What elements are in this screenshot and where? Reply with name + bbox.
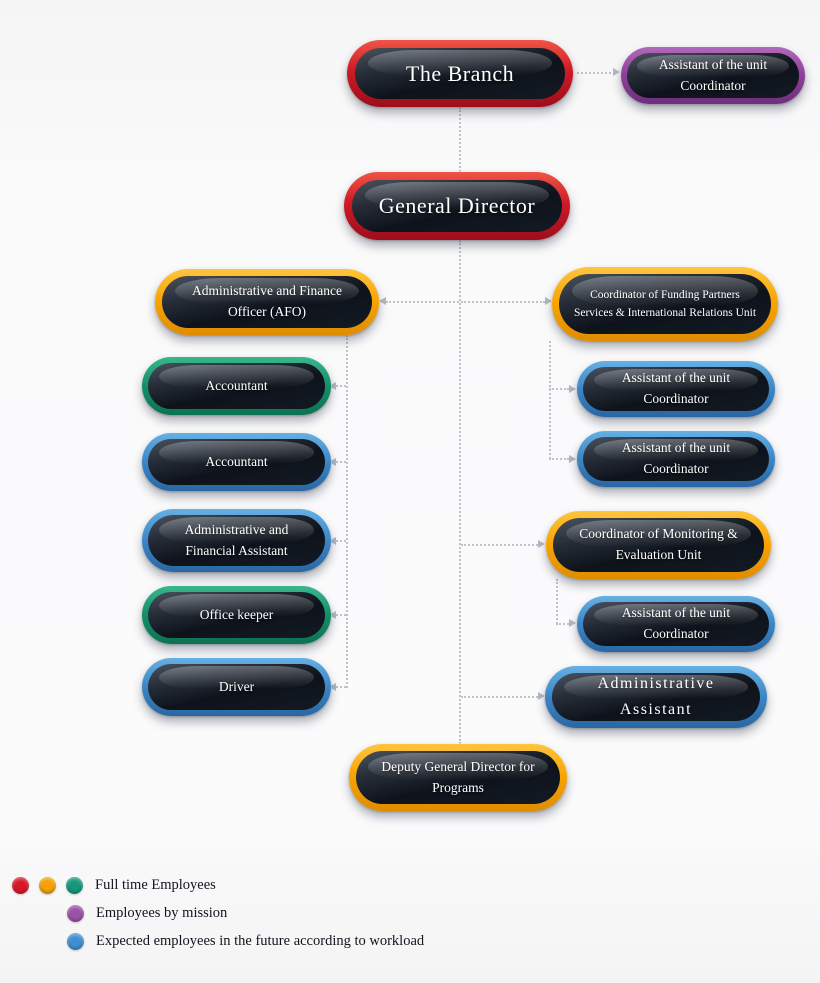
- arrow-left-icon: [329, 683, 336, 691]
- node-admin-financial-assistant: Administrative and Financial Assistant: [142, 509, 331, 572]
- connector-admin-fin-assistant: [336, 540, 346, 542]
- connector-funding-assistant-1: [549, 388, 569, 390]
- node-administrative-assistant-label: Administrative Assistant: [597, 675, 715, 718]
- node-assistant-branch-label: Assistant of the unit Coordinator: [658, 56, 768, 93]
- legend-dot-blue: [67, 933, 84, 950]
- connector-accountant-2: [336, 461, 346, 463]
- node-office-keeper: Office keeper: [142, 586, 331, 644]
- legend-dot-purple: [67, 905, 84, 922]
- node-assistant-funding-1-label: Assistant of the unit Coordinator: [621, 370, 731, 406]
- node-assistant-monitoring-label: Assistant of the unit Coordinator: [621, 605, 731, 641]
- node-accountant-2-label: Accountant: [205, 453, 268, 469]
- arrow-left-icon: [329, 382, 336, 390]
- node-accountant-1: Accountant: [142, 357, 331, 415]
- legend-row-future: Expected employees in the future accordi…: [67, 933, 424, 950]
- node-office-keeper-label: Office keeper: [199, 606, 274, 622]
- node-assistant-monitoring: Assistant of the unit Coordinator: [577, 596, 775, 652]
- node-funding-coordinator-label: Coordinator of Funding Partners Services…: [573, 288, 757, 319]
- arrow-right-icon: [569, 385, 576, 393]
- node-accountant-1-label: Accountant: [205, 377, 268, 393]
- legend-row-by-mission: Employees by mission: [67, 905, 227, 922]
- node-assistant-funding-2-label: Assistant of the unit Coordinator: [621, 440, 731, 476]
- legend-label-future: Expected employees in the future accordi…: [96, 933, 425, 949]
- connector-branch-director: [459, 107, 461, 172]
- connector-admin-assistant: [461, 696, 538, 698]
- connector-monitoring: [461, 544, 538, 546]
- node-accountant-2: Accountant: [142, 433, 331, 491]
- node-assistant-branch: Assistant of the unit Coordinator: [621, 47, 805, 104]
- connector-director-deputy: [459, 240, 461, 744]
- arrow-left-icon: [329, 458, 336, 466]
- node-the-branch: The Branch: [347, 40, 573, 107]
- arrow-left-icon: [379, 297, 386, 305]
- connector-monitoring-assistant-stub: [556, 623, 569, 625]
- arrow-right-icon: [545, 297, 552, 305]
- connector-afo: [386, 301, 459, 303]
- connector-monitoring-assistant: [556, 579, 558, 624]
- legend-dot-orange: [39, 877, 56, 894]
- node-funding-coordinator: Coordinator of Funding Partners Services…: [552, 267, 778, 341]
- node-afo: Administrative and Finance Officer (AFO): [155, 269, 379, 335]
- arrow-right-icon: [538, 692, 545, 700]
- node-general-director: General Director: [344, 172, 570, 240]
- node-administrative-assistant: Administrative Assistant: [545, 666, 767, 728]
- arrow-right-icon: [569, 455, 576, 463]
- connector-office-keeper: [336, 614, 346, 616]
- node-monitoring-coordinator-label: Coordinator of Monitoring & Evaluation U…: [579, 526, 738, 562]
- connector-accountant-1: [336, 385, 346, 387]
- legend-label-by-mission: Employees by mission: [96, 905, 228, 921]
- node-afo-label: Administrative and Finance Officer (AFO): [192, 283, 342, 319]
- node-admin-financial-assistant-label: Administrative and Financial Assistant: [184, 521, 289, 558]
- node-driver-label: Driver: [218, 678, 255, 694]
- node-monitoring-coordinator: Coordinator of Monitoring & Evaluation U…: [546, 511, 771, 579]
- connector-afo-subordinates: [346, 335, 348, 688]
- arrow-right-icon: [613, 68, 620, 76]
- arrow-left-icon: [329, 611, 336, 619]
- arrow-right-icon: [538, 540, 545, 548]
- connector-funding: [461, 301, 545, 303]
- connector-driver: [336, 686, 346, 688]
- node-deputy-general-director: Deputy General Director for Programs: [349, 744, 567, 811]
- legend-dot-green: [66, 877, 83, 894]
- node-deputy-general-director-label: Deputy General Director for Programs: [381, 758, 535, 795]
- legend-row-full-time: Full time Employees: [12, 877, 216, 894]
- legend-dot-red: [12, 877, 29, 894]
- node-assistant-funding-2: Assistant of the unit Coordinator: [577, 431, 775, 487]
- node-driver: Driver: [142, 658, 331, 716]
- connector-funding-assistants: [549, 341, 551, 459]
- connector-funding-assistant-2: [549, 458, 569, 460]
- connector-branch-assistant: [577, 72, 615, 74]
- arrow-left-icon: [329, 537, 336, 545]
- arrow-right-icon: [569, 619, 576, 627]
- node-the-branch-label: The Branch: [405, 60, 515, 86]
- node-assistant-funding-1: Assistant of the unit Coordinator: [577, 361, 775, 417]
- legend-label-full-time: Full time Employees: [95, 877, 216, 893]
- node-general-director-label: General Director: [378, 193, 536, 218]
